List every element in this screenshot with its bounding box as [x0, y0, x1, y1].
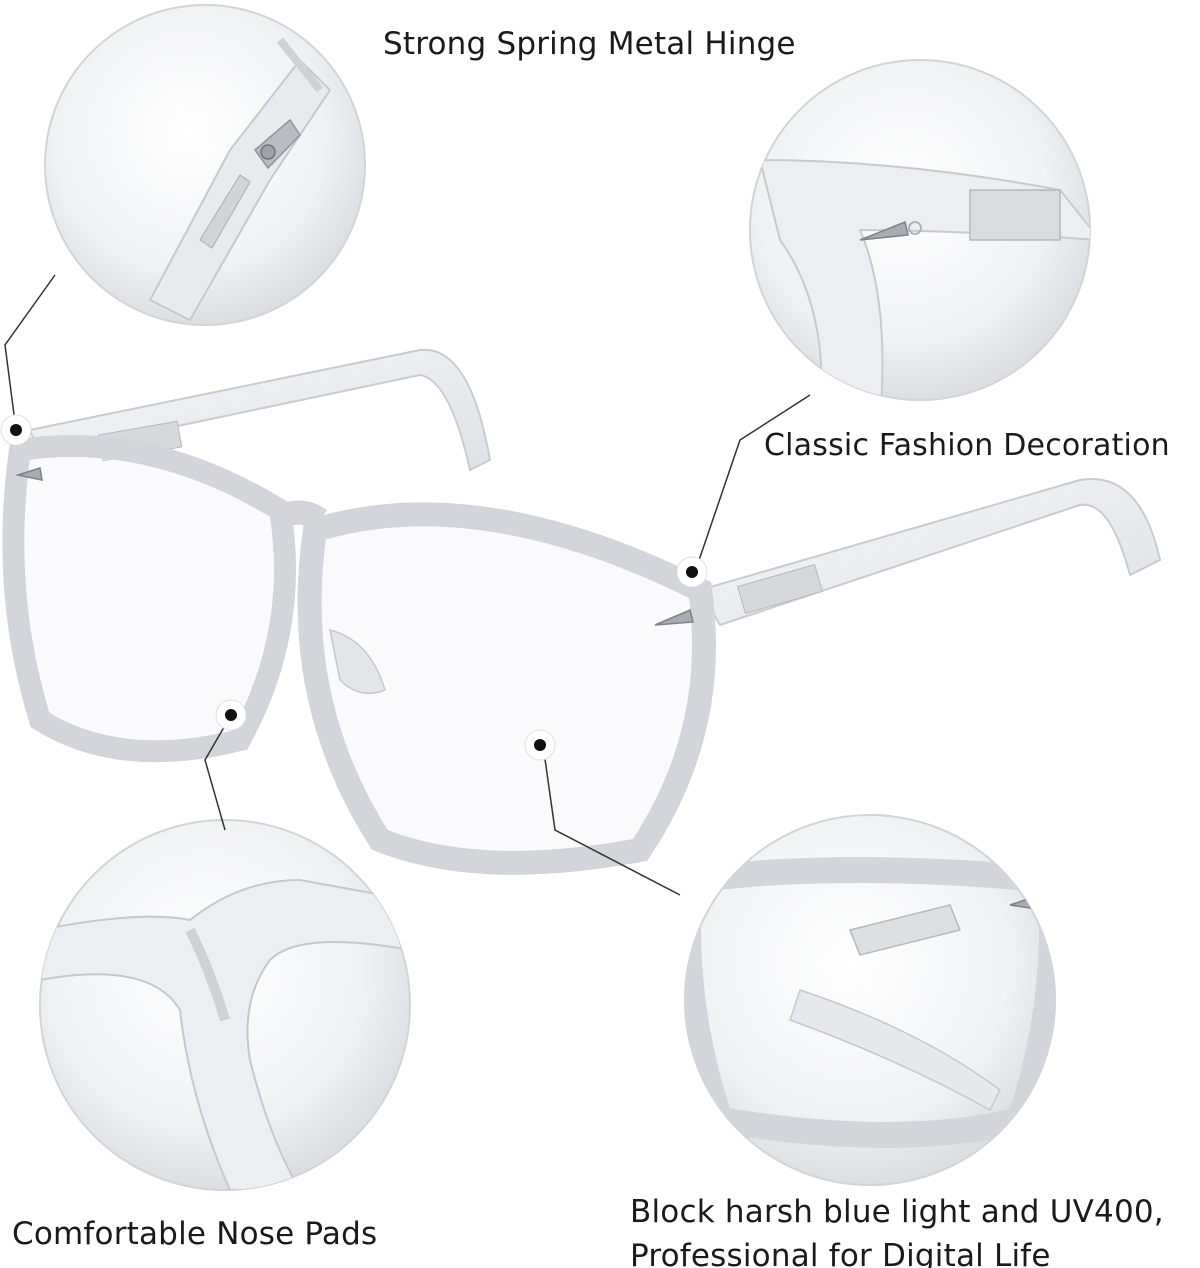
callout-lines	[4, 274, 811, 896]
nose-pads-detail-circle	[39, 819, 411, 1191]
decoration-detail-circle	[749, 59, 1091, 401]
marker-decoration	[676, 556, 708, 588]
hinge-detail-circle	[44, 4, 366, 326]
marker-lens	[524, 729, 556, 761]
blue-light-label-line1: Block harsh blue light and UV400,	[630, 1194, 1164, 1230]
blue-light-label-line2: Professional for Digital Life	[630, 1238, 1051, 1268]
nose-pads-label: Comfortable Nose Pads	[12, 1216, 378, 1252]
hinge-label: Strong Spring Metal Hinge	[383, 26, 796, 62]
blue-light-label: Block harsh blue light and UV400, Profes…	[630, 1190, 1164, 1268]
marker-hinge	[0, 414, 32, 446]
lens-detail-circle	[684, 814, 1056, 1186]
marker-nose-pads	[215, 699, 247, 731]
main-glasses	[2, 348, 1162, 875]
decoration-label: Classic Fashion Decoration	[764, 428, 1170, 463]
